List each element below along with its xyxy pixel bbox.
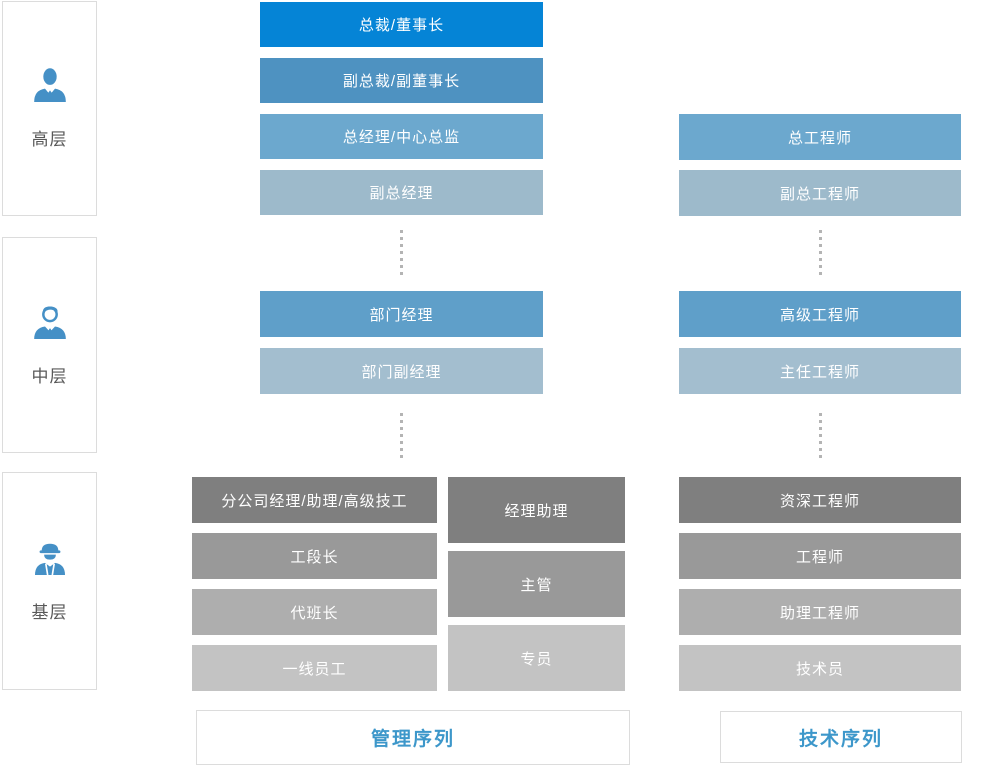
role-box-principal-engineer: 主任工程师 bbox=[679, 348, 961, 394]
technical-sequence-title-box: 技术序列 bbox=[720, 711, 962, 763]
role-box-technician: 技术员 bbox=[679, 645, 961, 691]
dotted-connector bbox=[819, 413, 822, 459]
role-box-specialist: 专员 bbox=[448, 625, 625, 691]
role-box-expert-engineer: 资深工程师 bbox=[679, 477, 961, 523]
level-label: 高层 bbox=[31, 130, 68, 149]
role-box-shift-leader: 代班长 bbox=[192, 589, 437, 635]
level-label: 基层 bbox=[31, 602, 68, 622]
middle-manager-person-icon bbox=[33, 305, 66, 339]
role-box-supervisor: 主管 bbox=[448, 551, 625, 617]
worker-person-icon bbox=[34, 543, 65, 575]
dotted-connector bbox=[400, 413, 403, 459]
role-box-deputy-general-manager: 副总经理 bbox=[260, 170, 543, 215]
executive-person-icon bbox=[33, 68, 66, 102]
role-box-frontline-staff: 一线员工 bbox=[192, 645, 437, 691]
level-badge-middle: 中层 bbox=[2, 237, 97, 453]
level-badge-executive: 高层 bbox=[2, 1, 97, 216]
role-box-engineer: 工程师 bbox=[679, 533, 961, 579]
role-box-deputy-chief-engineer: 副总工程师 bbox=[679, 170, 961, 216]
role-box-chief-engineer: 总工程师 bbox=[679, 114, 961, 160]
role-box-general-manager: 总经理/中心总监 bbox=[260, 114, 543, 159]
technical-sequence-title: 技术序列 bbox=[798, 728, 883, 750]
role-box-deputy-department-manager: 部门副经理 bbox=[260, 348, 543, 394]
level-label: 中层 bbox=[31, 366, 68, 386]
dotted-connector bbox=[819, 230, 822, 276]
role-box-vice-president: 副总裁/副董事长 bbox=[260, 58, 543, 103]
role-box-manager-assistant: 经理助理 bbox=[448, 477, 625, 543]
level-badge-base: 基层 bbox=[2, 472, 97, 690]
dotted-connector bbox=[400, 230, 403, 276]
role-box-president: 总裁/董事长 bbox=[260, 2, 543, 47]
role-box-assistant-engineer: 助理工程师 bbox=[679, 589, 961, 635]
management-sequence-title-box: 管理序列 bbox=[196, 710, 630, 765]
role-box-section-chief: 工段长 bbox=[192, 533, 437, 579]
management-sequence-title: 管理序列 bbox=[370, 729, 455, 750]
role-box-branch-manager: 分公司经理/助理/高级技工 bbox=[192, 477, 437, 523]
role-box-department-manager: 部门经理 bbox=[260, 291, 543, 337]
role-box-senior-engineer: 高级工程师 bbox=[679, 291, 961, 337]
